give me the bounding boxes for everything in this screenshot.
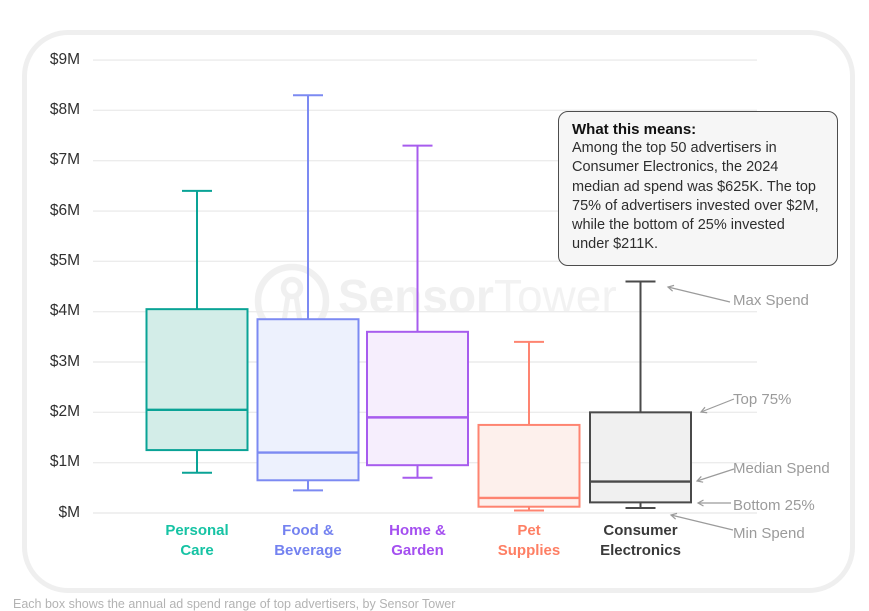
boxplot-home-garden [366, 144, 469, 479]
category-label: Pet Supplies [497, 522, 561, 559]
iqr-box [589, 411, 692, 504]
watermark-brand: SensorTower [338, 271, 617, 322]
pointer-label-max-spend: Max Spend [733, 292, 809, 309]
y-tick-label: $4M [49, 302, 80, 320]
iqr-box [256, 318, 360, 482]
pointer-arrow [668, 287, 731, 303]
iqr-box [145, 308, 249, 452]
y-tick-label: $6M [49, 201, 80, 219]
pointer-arrow [697, 468, 735, 481]
category-label: Home & Garden [389, 522, 446, 559]
boxplot-pet-supplies [477, 340, 581, 512]
category-label: Food & Beverage [274, 522, 342, 559]
y-tick-label: $9M [49, 50, 80, 68]
pointer-label-top-75-: Top 75% [733, 391, 792, 408]
insight-callout: What this means: Among the top 50 advert… [558, 111, 838, 266]
iqr-box [477, 423, 581, 508]
y-tick-label: $1M [49, 453, 80, 471]
callout-title: What this means: [572, 121, 697, 138]
watermark-brand-bold: Sensor [338, 270, 494, 322]
pointer-label-min-spend: Min Spend [733, 525, 805, 542]
boxplot-food-beverage [256, 94, 360, 492]
annotation-arrows [668, 287, 735, 531]
boxplot-boxes [145, 94, 692, 512]
boxplot-consumer-electronics [589, 280, 692, 509]
y-tick-label: $3M [49, 352, 80, 370]
watermark-brand-light: Tower [493, 270, 617, 322]
pointer-arrow [671, 515, 734, 531]
y-tick-label: $M [58, 503, 80, 521]
boxplot-personal-care [145, 189, 249, 474]
iqr-box [366, 330, 469, 467]
pointer-label-bottom-25-: Bottom 25% [733, 497, 815, 514]
callout-body: Among the top 50 advertisers in Consumer… [572, 140, 819, 253]
category-label: Consumer Electronics [600, 522, 681, 559]
category-label: Personal Care [165, 522, 229, 559]
y-tick-label: $2M [49, 402, 80, 420]
pointer-label-median-spend: Median Spend [733, 460, 830, 477]
y-tick-label: $7M [49, 151, 80, 169]
y-tick-label: $8M [49, 100, 80, 118]
y-tick-label: $5M [49, 251, 80, 269]
footer-caption: Each box shows the annual ad spend range… [13, 597, 456, 611]
pointer-arrow [701, 398, 735, 412]
